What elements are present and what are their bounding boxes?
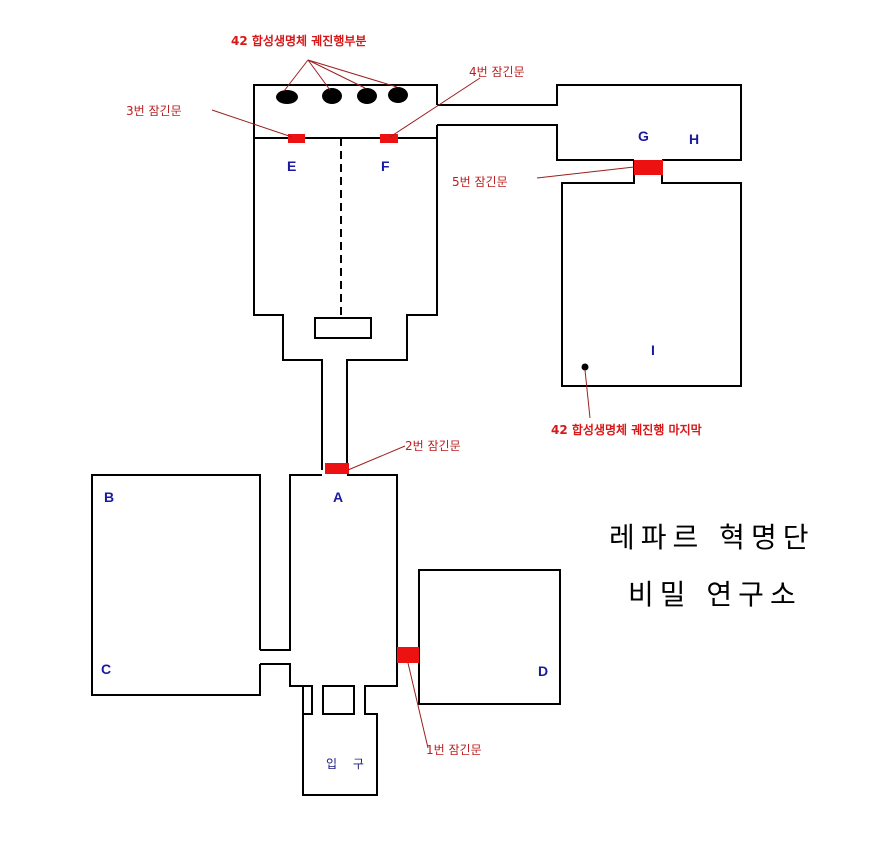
room-label-c: C — [101, 661, 112, 677]
room-label-d: D — [538, 663, 549, 679]
creature-blob-2 — [322, 88, 342, 104]
wall-corridor-bottom — [437, 124, 634, 161]
room-label-a: A — [333, 489, 344, 505]
creature-blob-4 — [388, 87, 408, 103]
creature-blob-3 — [357, 88, 377, 104]
wall-room-a-left — [260, 474, 322, 651]
door-5-label: 5번 잠긴문 — [452, 175, 508, 189]
title-line-2: 비밀 연구소 — [628, 578, 802, 611]
wall-room-d — [418, 569, 561, 705]
door-3-label: 3번 잠긴문 — [126, 104, 182, 118]
door-3 — [288, 134, 305, 143]
note-synthetic-parts: 42 합성생명체 궤진행부분 — [231, 34, 367, 48]
door-4-label: 4번 잠긴문 — [469, 65, 525, 79]
room-label-i: I — [651, 342, 655, 358]
door-2 — [325, 463, 349, 474]
wall-corridor-top — [437, 84, 742, 161]
door-5 — [634, 160, 663, 175]
entrance-label: 입 구 — [326, 757, 370, 771]
door-4 — [380, 134, 398, 143]
door-1 — [397, 647, 419, 663]
creature-blob-1 — [276, 90, 298, 104]
room-label-e: E — [287, 158, 297, 174]
wall-room-bc — [91, 474, 261, 696]
title-line-1: 레파르 혁명단 — [609, 521, 815, 554]
door-1-label: 1번 잠긴문 — [426, 743, 482, 757]
wall-room-i — [561, 160, 742, 387]
entrance-pillar — [322, 685, 355, 715]
wall-ef-wing — [253, 84, 438, 470]
room-label-g: G — [638, 128, 649, 144]
note-synthetic-end: 42 합성생명체 궤진행 마지막 — [551, 423, 702, 437]
room-label-b: B — [104, 489, 115, 505]
door-2-label: 2번 잠긴문 — [405, 439, 461, 453]
wall-room-a-lower — [260, 474, 398, 796]
wall-ef-wing-right — [346, 125, 438, 470]
creature-end-dot — [581, 363, 589, 371]
wall-entrance-left — [303, 685, 313, 715]
small-box-ef — [314, 317, 372, 339]
room-label-f: F — [381, 158, 390, 174]
room-label-h: H — [689, 131, 700, 147]
